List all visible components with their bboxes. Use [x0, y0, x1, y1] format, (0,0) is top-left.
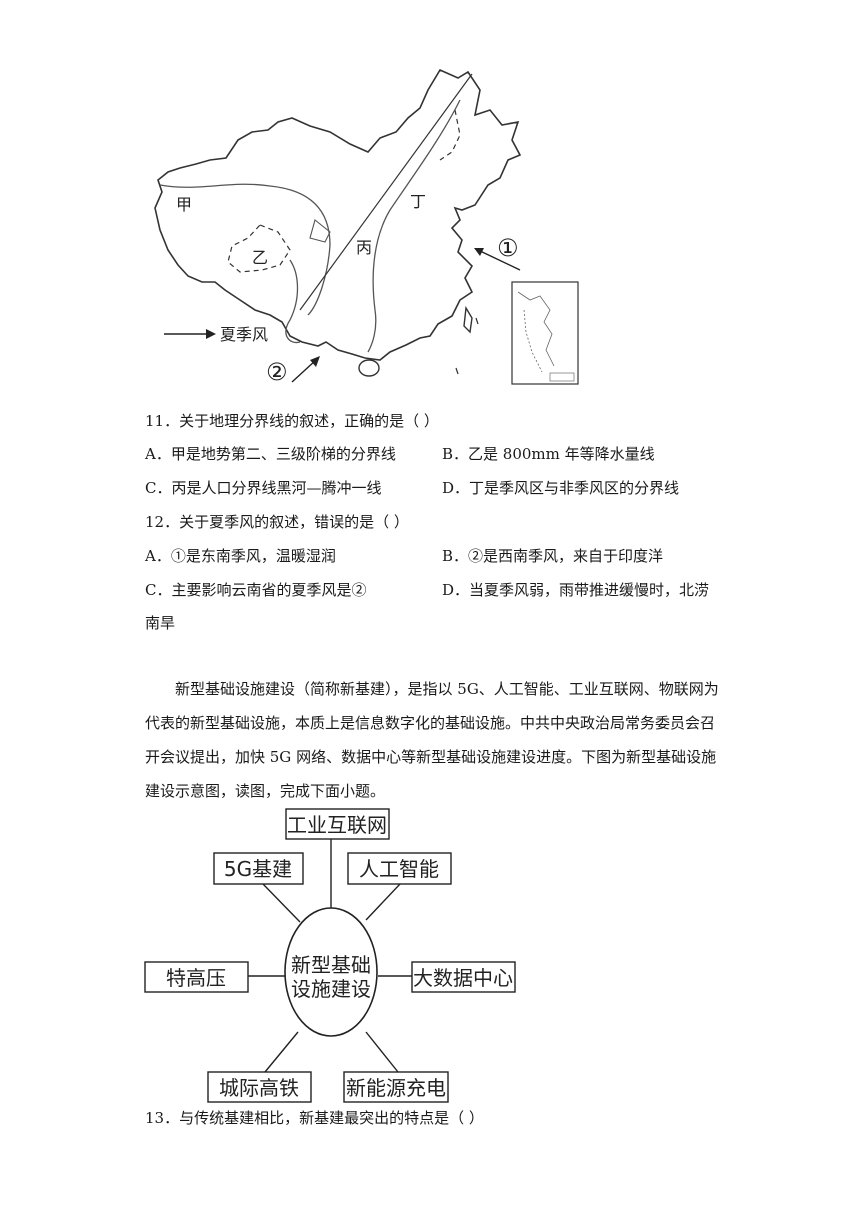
- node-industrial-internet-label: 工业互联网: [287, 813, 387, 837]
- label-ding: 丁: [410, 192, 426, 211]
- boundary-jia: [159, 183, 331, 316]
- node-ai: 人工智能: [347, 852, 452, 885]
- passage: 新型基础设施建设（简称新基建），是指以 5G、人工智能、工业互联网、物联网为 代…: [145, 672, 725, 808]
- boundary-ding: [367, 99, 461, 353]
- node-big-data: 大数据中心: [411, 961, 516, 993]
- new-infrastructure-diagram: 新型基础 设施建设 工业互联网 5G基建 人工智能 特高压 大数据中心 城际高铁…: [144, 808, 516, 1103]
- passage-line-4: 建设示意图，读图，完成下面小题。: [145, 782, 386, 800]
- question-12-option-b[interactable]: B．②是西南季风，来自于印度洋: [442, 547, 664, 565]
- passage-line-1: 新型基础设施建设（简称新基建），是指以 5G、人工智能、工业互联网、物联网为: [175, 680, 719, 698]
- question-12-stem: 12．关于夏季风的叙述，错误的是（ ）: [145, 513, 409, 531]
- arrow-monsoon-2: [291, 359, 317, 383]
- question-12-option-d-continued: 南旱: [145, 614, 176, 632]
- node-ai-label: 人工智能: [359, 857, 439, 881]
- node-ev-charging-label: 新能源充电: [346, 1076, 446, 1100]
- question-11-option-c[interactable]: C．丙是人口分界线黑河—腾冲一线: [145, 479, 382, 497]
- question-11-option-b[interactable]: B．乙是 800mm 年等降水量线: [442, 445, 655, 463]
- center-label-line-1: 新型基础: [291, 953, 371, 977]
- node-uhv-label: 特高压: [166, 966, 226, 990]
- passage-line-2: 代表的新型基础设施，本质上是信息数字化的基础设施。中共中央政治局常务委员会召: [145, 714, 716, 732]
- center-ellipse: [284, 907, 378, 1037]
- hainan-island: [358, 359, 380, 377]
- label-bing: 丙: [356, 238, 372, 257]
- label-yi: 乙: [252, 248, 268, 267]
- node-uhv: 特高压: [144, 961, 249, 993]
- question-13-stem: 13．与传统基建相比，新基建最突出的特点是（ ）: [145, 1109, 484, 1127]
- question-11-stem: 11．关于地理分界线的叙述，正确的是（ ）: [145, 412, 439, 430]
- taiwan-island: [463, 305, 473, 334]
- center-label-line-2: 设施建设: [291, 977, 371, 1001]
- node-ev-charging: 新能源充电: [343, 1071, 449, 1103]
- marker-2: ②: [266, 358, 288, 386]
- question-11-option-d[interactable]: D．丁是季风区与非季风区的分界线: [442, 479, 680, 497]
- south-china-sea-inset: [511, 281, 579, 385]
- node-industrial-internet: 工业互联网: [285, 808, 390, 840]
- node-5g: 5G基建: [213, 852, 304, 885]
- node-5g-label: 5G基建: [224, 857, 292, 881]
- label-jia: 甲: [176, 195, 192, 214]
- question-11-option-a[interactable]: A．甲是地势第二、三级阶梯的分界线: [145, 445, 396, 463]
- node-big-data-label: 大数据中心: [413, 966, 513, 990]
- china-map-figure: 甲 乙 丙 丁 ① ② 夏季风: [154, 68, 579, 386]
- node-intercity-rail-label: 城际高铁: [219, 1076, 299, 1100]
- boundary-yi: [285, 259, 301, 344]
- arrow-monsoon-1: [477, 249, 521, 271]
- node-intercity-rail: 城际高铁: [207, 1071, 312, 1103]
- legend-label: 夏季风: [220, 325, 268, 344]
- question-12-option-a[interactable]: A．①是东南季风，温暖湿润: [145, 547, 336, 565]
- question-12-option-c[interactable]: C．主要影响云南省的夏季风是②: [145, 581, 367, 599]
- boundary-bing: [299, 73, 473, 311]
- marker-1: ①: [497, 234, 519, 262]
- china-outline: [154, 68, 522, 361]
- question-12-option-d[interactable]: D．当夏季风弱，雨带推进缓慢时，北涝: [442, 581, 710, 599]
- passage-line-3: 开会议提出，加快 5G 网络、数据中心等新型基础设施建设进度。下图为新型基础设施: [145, 748, 717, 766]
